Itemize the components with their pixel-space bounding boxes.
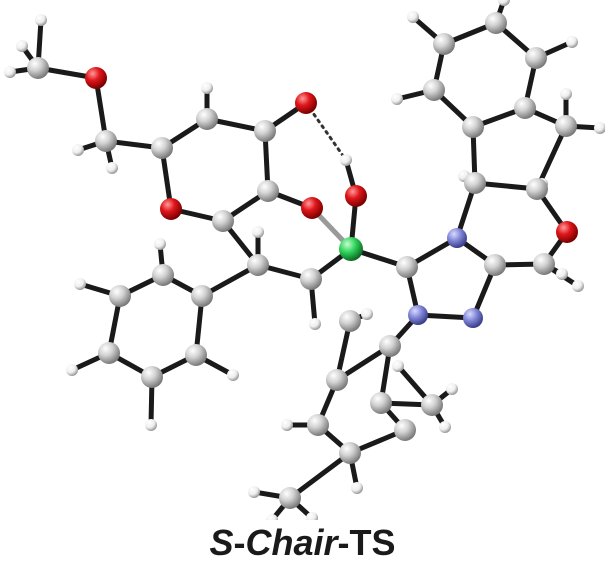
- hydrogen-atom: [407, 11, 419, 23]
- carbon-atom: [339, 442, 361, 464]
- hydrogen-atom: [351, 482, 363, 494]
- hydrogen-atom: [594, 122, 605, 134]
- caption-hyphen: -: [233, 522, 246, 563]
- carbon-atom: [307, 414, 329, 436]
- carbon-atom: [555, 115, 577, 137]
- hydrogen-atom: [72, 144, 84, 156]
- carbon-atom: [27, 57, 49, 79]
- nitrogen-atom: [463, 308, 483, 328]
- hydrogen-atom: [74, 278, 86, 290]
- oxygen-atom: [295, 92, 317, 114]
- hydrogen-atom: [439, 421, 451, 433]
- carbon-atom: [152, 264, 174, 286]
- hydrogen-atom: [16, 40, 28, 52]
- carbon-atom: [95, 130, 117, 152]
- caption-stereo-label: S: [209, 522, 234, 563]
- oxygen-atom: [345, 185, 367, 207]
- oxygen-atom: [556, 221, 578, 243]
- molecule-render: [4, 0, 605, 520]
- nitrogen-atom: [447, 228, 467, 248]
- carbon-atom: [484, 254, 506, 276]
- hydrogen-atom: [446, 383, 458, 395]
- carbon-atom: [339, 310, 361, 332]
- carbon-atom: [254, 120, 276, 142]
- hydrogen-atom: [252, 226, 264, 238]
- carbon-atom: [98, 342, 120, 364]
- structure-caption: S-Chair-TS: [0, 522, 605, 564]
- hydrogen-atom: [66, 364, 78, 376]
- carbon-atom: [370, 392, 392, 414]
- hydrogen-atom: [4, 66, 16, 78]
- carbon-atom: [526, 178, 548, 200]
- atoms-layer: [4, 0, 605, 520]
- carbon-atom: [185, 344, 207, 366]
- hydrogen-atom: [498, 0, 510, 6]
- hydrogen-atom: [306, 512, 318, 520]
- carbon-atom: [514, 97, 536, 119]
- carbon-atom: [379, 335, 401, 357]
- oxygen-atom: [301, 197, 323, 219]
- hydrogen-atom: [35, 14, 47, 26]
- hydrogen-atom: [560, 88, 572, 100]
- hydrogen-atom: [106, 162, 118, 174]
- hydrogen-atom: [266, 514, 278, 520]
- hydrogen-atom: [309, 318, 321, 330]
- hydrogen-atom: [392, 360, 404, 372]
- carbon-atom: [247, 254, 269, 276]
- carbon-atom: [212, 210, 234, 232]
- carbon-atom: [485, 12, 507, 34]
- carbon-atom: [464, 172, 486, 194]
- carbon-atom: [533, 253, 555, 275]
- hydrogen-atom: [572, 280, 584, 292]
- hydrogen-atom: [201, 82, 213, 94]
- carbon-atom: [462, 116, 484, 138]
- carbon-atom: [109, 285, 131, 307]
- carbon-atom: [421, 394, 443, 416]
- hydrogen-atom: [154, 238, 166, 250]
- carbon-atom: [196, 108, 218, 130]
- carbon-atom: [279, 487, 301, 509]
- nitrogen-atom: [408, 305, 428, 325]
- hydrogen-atom: [556, 268, 568, 280]
- hydrogen-atom: [566, 36, 578, 48]
- hydrogen-atom: [391, 93, 403, 105]
- carbon-atom: [525, 47, 547, 69]
- hydrogen-atom: [281, 419, 293, 431]
- oxygen-atom: [160, 198, 182, 220]
- boron-atom: [339, 237, 363, 261]
- carbon-atom: [326, 369, 348, 391]
- carbon-atom: [396, 256, 418, 278]
- carbon-atom: [300, 268, 322, 290]
- carbon-atom: [191, 285, 213, 307]
- hydrogen-atom: [361, 308, 373, 320]
- carbon-atom: [394, 419, 416, 441]
- carbon-atom: [433, 33, 455, 55]
- hydrogen-atom: [227, 369, 239, 381]
- carbon-atom: [141, 366, 163, 388]
- hydrogen-bond-dotted: [304, 101, 348, 162]
- caption-conformer-label: Chair: [245, 522, 338, 563]
- carbon-atom: [423, 79, 445, 101]
- bond-Ar5-MeC: [287, 450, 353, 501]
- caption-ts-label: -TS: [337, 522, 396, 563]
- hydrogen-atom: [145, 419, 157, 431]
- hydrogen-atom: [248, 486, 260, 498]
- carbon-atom: [151, 137, 173, 159]
- hydrogen-atom: [340, 154, 352, 166]
- carbon-atom: [257, 180, 279, 202]
- oxygen-atom: [85, 67, 107, 89]
